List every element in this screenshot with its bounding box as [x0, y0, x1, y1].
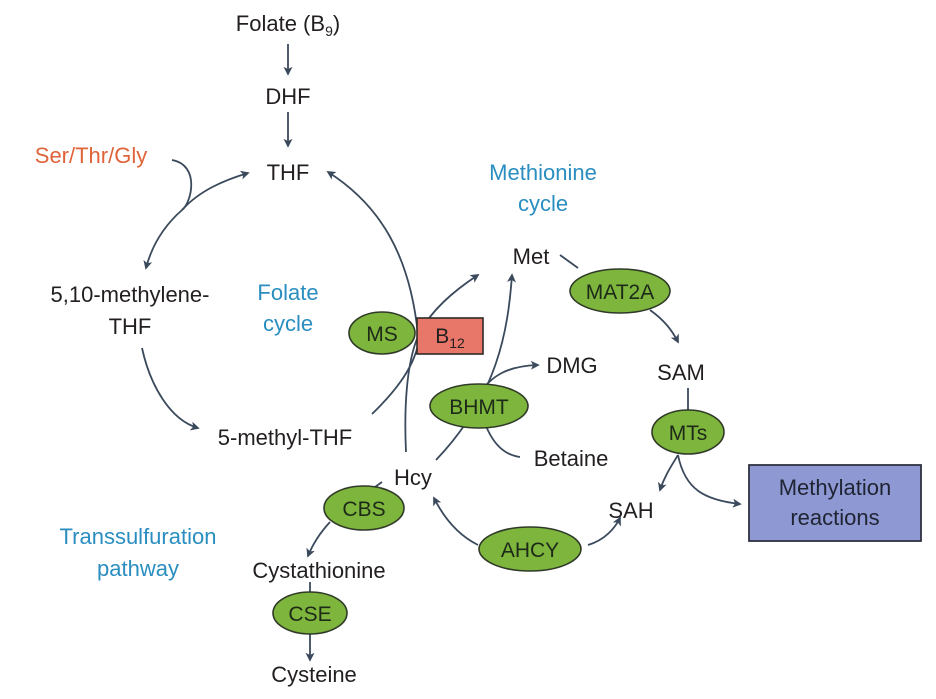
arrow-to-thf	[181, 170, 250, 211]
methylation-line2: reactions	[790, 505, 879, 530]
methyl-thf-label: 5-methyl-THF	[218, 425, 352, 450]
cystathionine-label: Cystathionine	[252, 558, 385, 583]
enzyme-ahcy: AHCY	[478, 526, 582, 572]
hcy-label: Hcy	[394, 465, 432, 490]
sam-label: SAM	[657, 360, 705, 385]
enzyme-bhmt-label: BHMT	[449, 396, 509, 419]
enzyme-ahcy-label: AHCY	[501, 539, 559, 562]
methylation-line1: Methylation	[779, 475, 892, 500]
folate-cycle-label-line2: cycle	[263, 311, 313, 336]
methylation-reactions-box: Methylation reactions	[748, 464, 922, 542]
enzyme-ms: MS	[348, 311, 416, 355]
enzyme-cbs: CBS	[323, 485, 405, 531]
arrow-ms-to-thf	[326, 171, 419, 336]
enzyme-mts: MTs	[651, 409, 725, 455]
arrow-mat2a-to-sam	[649, 309, 679, 344]
arrow-ahcy-to-hcy	[433, 496, 479, 546]
arrow-mts-to-sah	[658, 454, 679, 492]
folate-cycle-label-line1: Folate	[257, 280, 318, 305]
arrow-mts-to-methylation	[677, 454, 742, 508]
arrow-methylene-to-methyl-thf	[141, 347, 200, 431]
arrow-cbs-to-cystathionine	[306, 521, 331, 558]
betaine-label: Betaine	[534, 446, 609, 471]
folate-subscript: 9	[325, 23, 333, 39]
enzyme-bhmt: BHMT	[429, 383, 529, 429]
methionine-cycle-label-line2: cycle	[518, 191, 568, 216]
enzyme-cse: CSE	[272, 591, 348, 635]
enzyme-mts-label: MTs	[669, 422, 708, 445]
b12-label: B	[435, 325, 449, 348]
ser-thr-gly-label: Ser/Thr/Gly	[35, 143, 147, 168]
sah-label: SAH	[608, 498, 653, 523]
enzyme-ms-label: MS	[366, 323, 398, 346]
methionine-cycle-label-line1: Methionine	[489, 160, 597, 185]
folate-b9-label: Folate (B9)	[236, 11, 340, 39]
arrow-hcy-to-met	[435, 273, 516, 461]
b12-subscript: 12	[449, 335, 465, 351]
transsulfuration-label-line2: pathway	[97, 556, 179, 581]
metabolites: Folate (B9) DHF THF 5,10-methylene- THF …	[51, 11, 705, 687]
arrow-to-methylene-thf	[143, 209, 183, 270]
enzyme-mat2a-label: MAT2A	[586, 281, 654, 304]
svg-text:B12: B12	[435, 325, 465, 351]
thf-label: THF	[267, 160, 310, 185]
cycle-labels: Ser/Thr/Gly Folate cycle Methionine cycl…	[35, 143, 597, 581]
cysteine-label: Cysteine	[271, 662, 357, 687]
dmg-label: DMG	[546, 353, 597, 378]
met-label: Met	[513, 244, 550, 269]
arrow-met-to-mat2a	[559, 254, 579, 269]
enzyme-cse-label: CSE	[288, 603, 331, 626]
transsulfuration-label-line1: Transsulfuration	[60, 524, 217, 549]
methylene-thf-label-line1: 5,10-methylene-	[51, 282, 210, 307]
methylene-thf-label-line2: THF	[109, 314, 152, 339]
enzyme-cbs-label: CBS	[342, 498, 385, 521]
enzyme-mat2a: MAT2A	[569, 268, 671, 314]
arrow-ahcy-to-sah	[587, 516, 621, 546]
arrow-hcy-in	[404, 331, 421, 453]
dhf-label: DHF	[265, 84, 310, 109]
cofactor-b12: B12	[416, 317, 484, 355]
